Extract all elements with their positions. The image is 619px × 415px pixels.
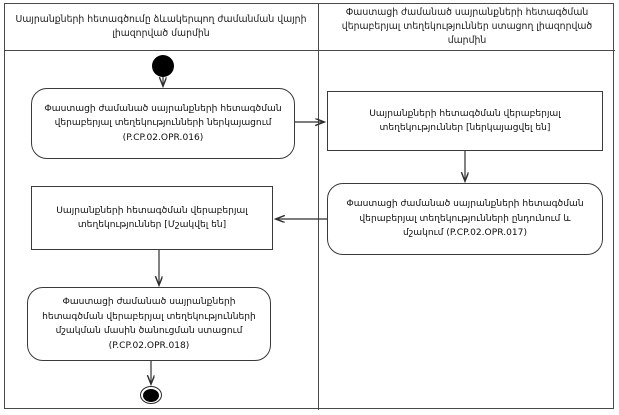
object-node-info-submitted-label: Սայրանքների հետագծման վերաբերյալ տեղեկու… — [369, 108, 561, 134]
object-node-info-processed-label: Սայրանքների հետագծման վերաբերյալ տեղեկու… — [56, 205, 248, 231]
lane-header-left-label: Սայրանքների հետագծումը ձևակերպող ժամանմա… — [15, 14, 307, 39]
activity-node-receive-process[interactable]: Փաստացի ժամանած սայրանքների հետագծման վե… — [327, 183, 603, 255]
lane-header-divider — [4, 50, 615, 51]
object-node-info-submitted[interactable]: Սայրանքների հետագծման վերաբերյալ տեղեկու… — [327, 91, 603, 151]
activity-node-present-info-label: Փաստացի ժամանած սայրանքների հետագծման վե… — [44, 103, 282, 143]
lane-vertical-divider — [318, 3, 319, 410]
activity-node-receive-notification[interactable]: Փաստացի ժամանած սայրանքների հետագծման վե… — [27, 287, 271, 361]
lane-header-right-label: Փաստացի ժամանած սայրանքների հետագծման վե… — [341, 7, 593, 46]
lane-header-left: Սայրանքների հետագծումը ձևակերպող ժամանմա… — [8, 6, 314, 48]
end-node-fill — [143, 388, 159, 402]
object-node-info-processed[interactable]: Սայրանքների հետագծման վերաբերյալ տեղեկու… — [31, 186, 273, 250]
activity-node-receive-notification-label: Փաստացի ժամանած սայրանքների հետագծման վե… — [42, 297, 256, 351]
end-node — [140, 386, 162, 404]
diagram-frame — [4, 3, 614, 409]
lane-header-right: Փաստացի ժամանած սայրանքների հետագծման վե… — [322, 6, 612, 48]
activity-node-receive-process-label: Փաստացի ժամանած սայրանքների հետագծման վե… — [346, 199, 584, 239]
activity-node-present-info[interactable]: Փաստացի ժամանած սայրանքների հետագծման վե… — [31, 88, 295, 159]
start-node — [152, 55, 174, 77]
